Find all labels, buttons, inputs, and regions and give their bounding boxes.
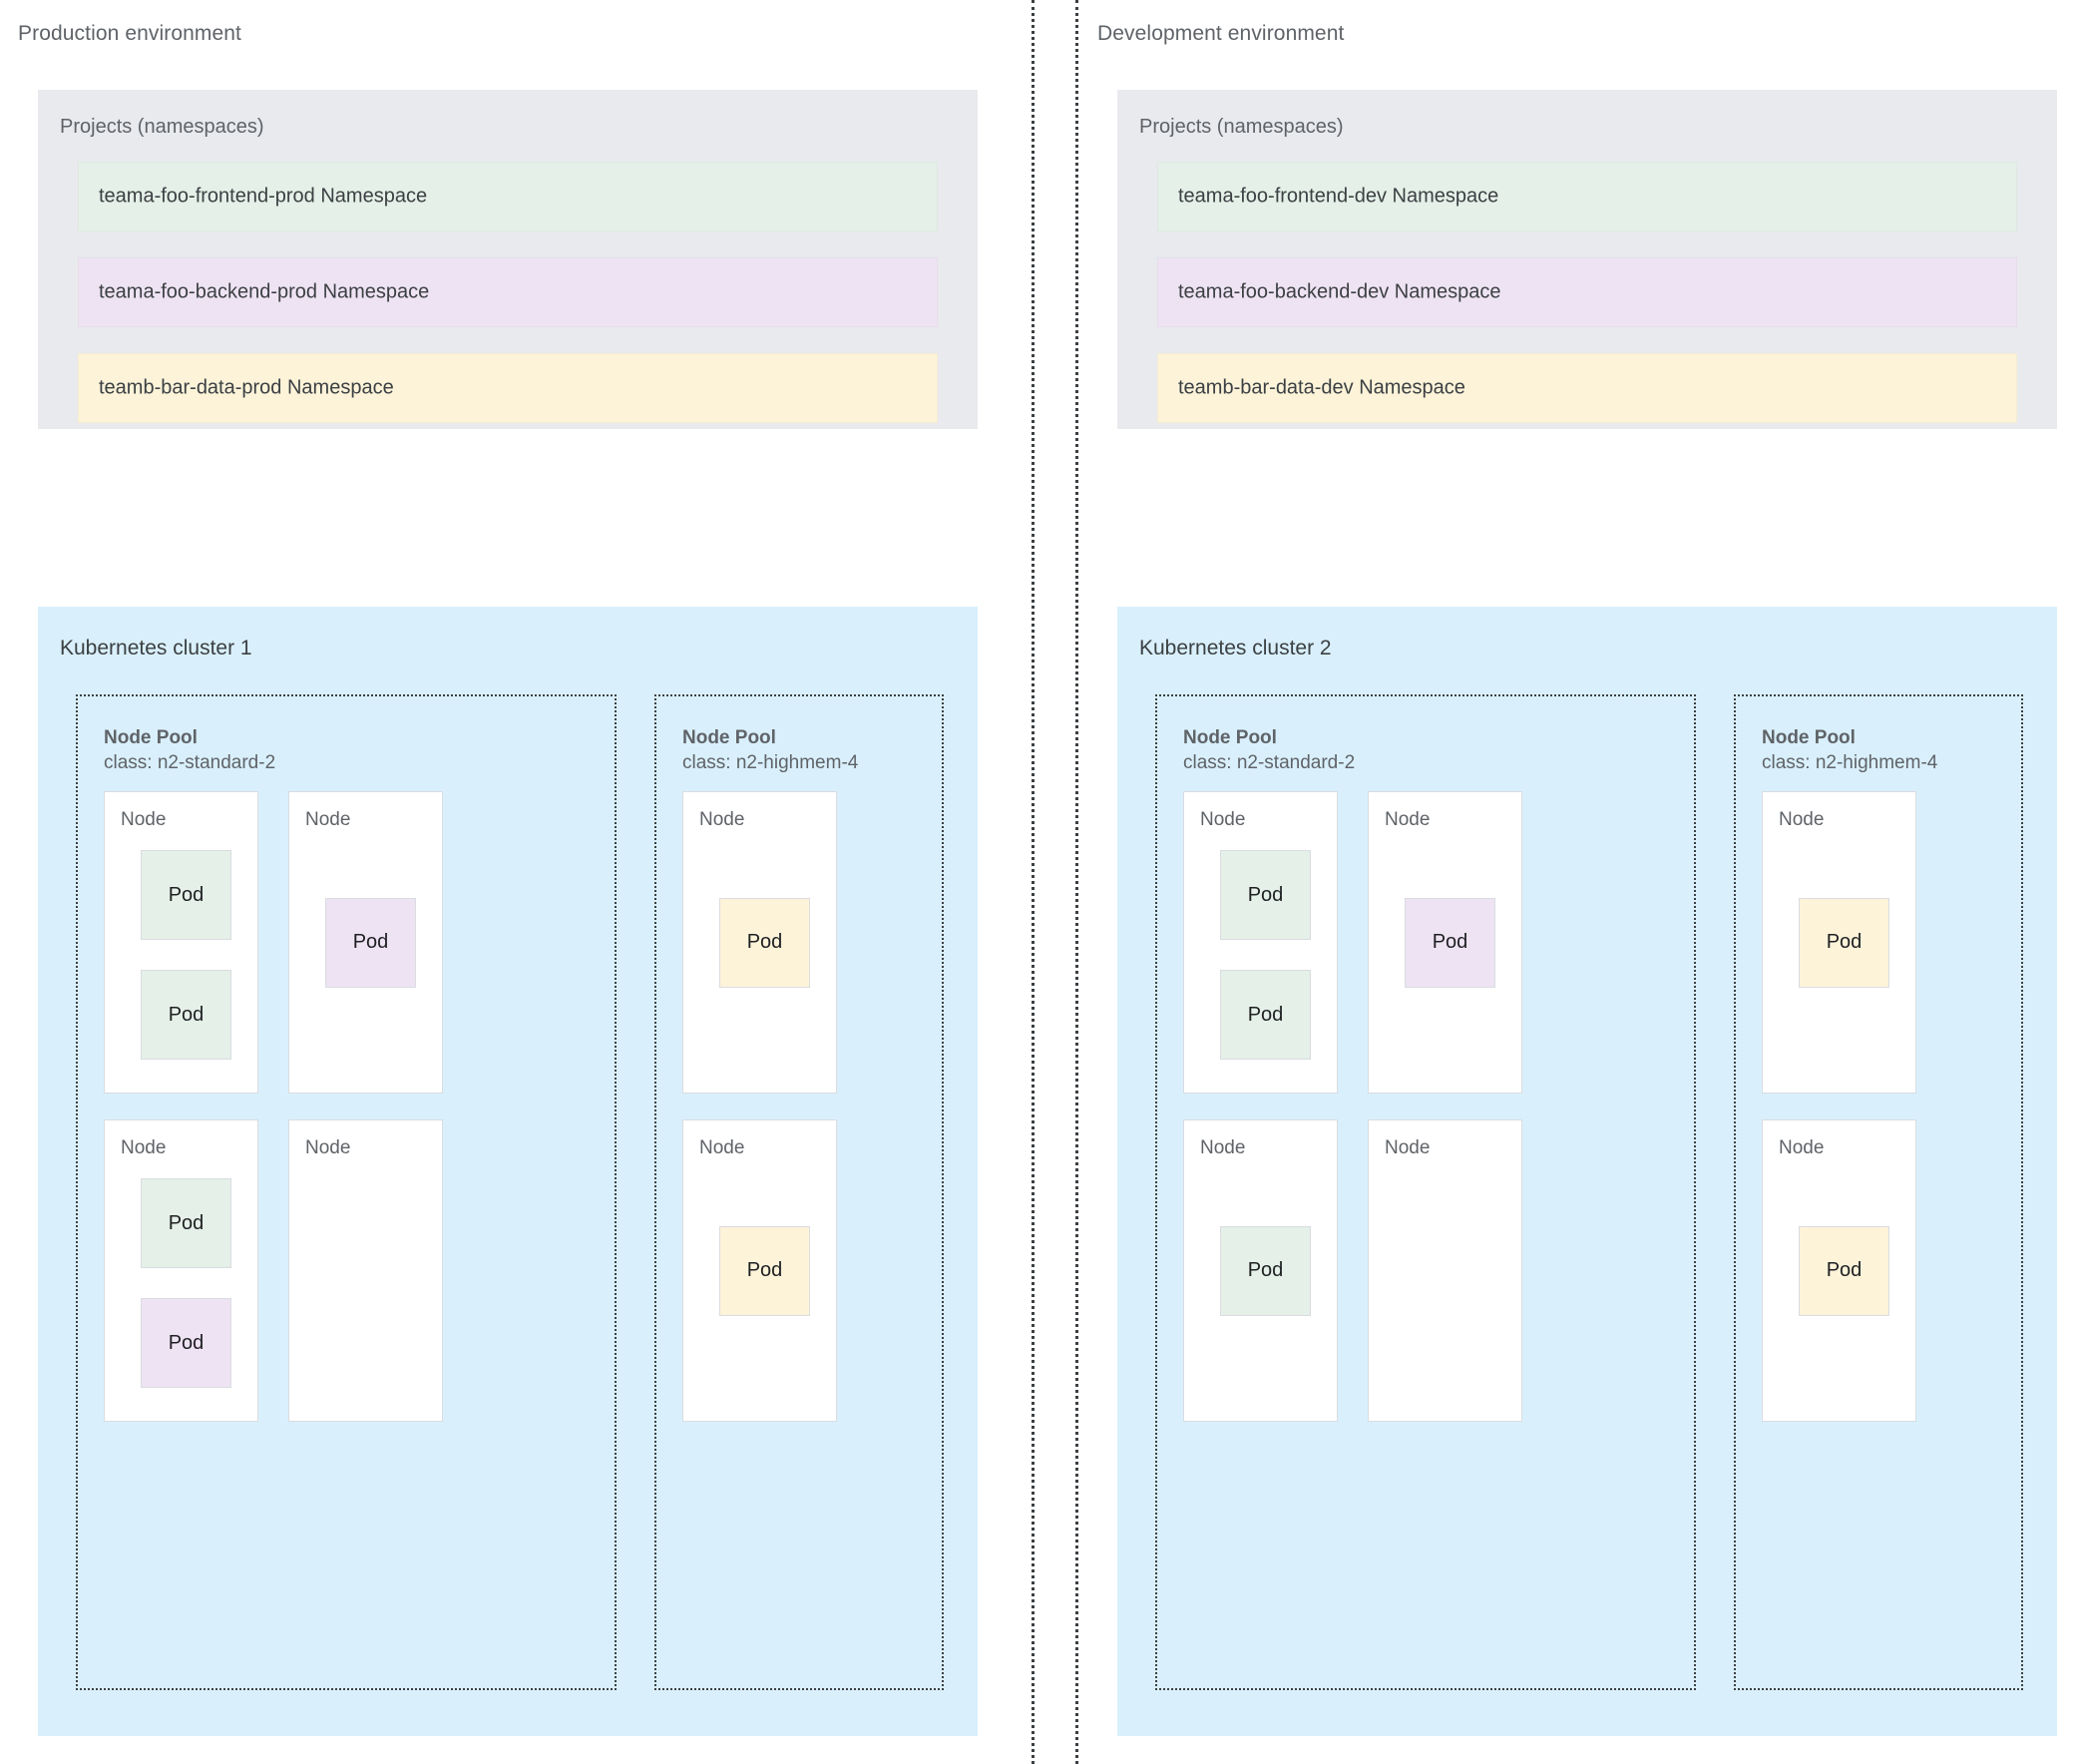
kubernetes-cluster: Kubernetes cluster 2 Node Pool class: n2-s… [1117, 607, 2057, 1736]
pod-box[interactable]: Pod [1799, 1225, 1889, 1316]
pod-box[interactable]: Pod [325, 897, 416, 988]
node-pool-title: Node Pool [104, 727, 198, 748]
namespace-box[interactable]: teama-foo-backend-prod Namespace [78, 257, 938, 327]
pod-box[interactable]: Pod [1405, 897, 1495, 988]
pod-box[interactable]: Pod [1220, 970, 1311, 1061]
node-box[interactable]: Node [288, 1119, 443, 1423]
namespace-box[interactable]: teamb-bar-data-dev Namespace [1157, 353, 2017, 423]
namespace-label: teama-foo-backend-prod Namespace [99, 280, 430, 303]
pod-box[interactable]: Pod [141, 1178, 231, 1269]
node-pool-class: class: n2-standard-2 [1183, 751, 1356, 773]
node-label: Node [1385, 809, 1431, 831]
cluster-title: Kubernetes cluster 2 [1139, 637, 1332, 660]
pod-box[interactable]: Pod [719, 897, 810, 988]
node-label: Node [121, 809, 167, 831]
node-label: Node [305, 809, 351, 831]
pod-box[interactable]: Pod [1220, 850, 1311, 941]
pod-stack: Pod [325, 792, 432, 1093]
projects-panel-title: Projects (namespaces) [60, 116, 264, 138]
node-pool-class: class: n2-standard-2 [104, 751, 276, 773]
environment-title: Development environment [1097, 22, 1345, 45]
namespace-box[interactable]: teama-foo-frontend-prod Namespace [78, 162, 938, 231]
node-label: Node [699, 809, 745, 831]
namespace-box[interactable]: teama-foo-backend-dev Namespace [1157, 257, 2017, 327]
pod-stack: Pod [1220, 1120, 1327, 1421]
pod-box[interactable]: Pod [1799, 897, 1889, 988]
pod-stack: Pod [719, 1120, 826, 1421]
pod-stack: Pod [719, 792, 826, 1093]
node-pool-title: Node Pool [1183, 727, 1277, 748]
node-label: Node [1779, 1137, 1825, 1159]
pod-box[interactable]: Pod [141, 1298, 231, 1389]
namespace-label: teamb-bar-data-dev Namespace [1178, 376, 1465, 399]
node-label: Node [1779, 809, 1825, 831]
namespace-list: teama-foo-frontend-prod Namespace teama-f… [78, 162, 938, 423]
namespace-label: teamb-bar-data-prod Namespace [99, 376, 394, 399]
pod-box[interactable]: Pod [141, 970, 231, 1061]
node-label: Node [305, 1137, 351, 1159]
node-label: Node [1385, 1137, 1431, 1159]
pod-box[interactable]: Pod [141, 850, 231, 941]
pod-stack [1405, 1178, 1511, 1411]
pod-box[interactable]: Pod [719, 1225, 810, 1316]
environment-title: Production environment [18, 22, 241, 45]
node-pool-header: Node Pool class: n2-highmem-4 [1762, 726, 2021, 775]
pod-stack: Pod [1799, 792, 1905, 1093]
namespace-label: teama-foo-backend-dev Namespace [1178, 280, 1501, 303]
node-label: Node [1200, 809, 1246, 831]
node-pool-class: class: n2-highmem-4 [682, 751, 859, 773]
environment-divider-left [1032, 0, 1035, 1764]
node-pool-header: Node Pool class: n2-standard-2 [1183, 726, 1694, 775]
node-pool-title: Node Pool [682, 727, 776, 748]
pod-stack: Pod [1799, 1120, 1905, 1421]
node-pool-header: Node Pool class: n2-standard-2 [104, 726, 615, 775]
pod-stack [325, 1178, 432, 1411]
namespace-label: teama-foo-frontend-prod Namespace [99, 185, 428, 208]
node-pool-header: Node Pool class: n2-highmem-4 [682, 726, 942, 775]
environment-divider-right [1075, 0, 1078, 1764]
node-box[interactable]: Node [1368, 1119, 1522, 1423]
cluster-title: Kubernetes cluster 1 [60, 637, 252, 660]
node-label: Node [699, 1137, 745, 1159]
namespace-label: teama-foo-frontend-dev Namespace [1178, 185, 1499, 208]
namespace-box[interactable]: teamb-bar-data-prod Namespace [78, 353, 938, 423]
node-pool-class: class: n2-highmem-4 [1762, 751, 1938, 773]
pod-box[interactable]: Pod [1220, 1225, 1311, 1316]
namespace-box[interactable]: teama-foo-frontend-dev Namespace [1157, 162, 2017, 231]
node-label: Node [1200, 1137, 1246, 1159]
projects-panel: Projects (namespaces) teama-foo-frontend-… [1117, 90, 2057, 429]
pod-stack: Pod [1405, 792, 1511, 1093]
namespace-list: teama-foo-frontend-dev Namespace teama-fo… [1157, 162, 2017, 423]
kubernetes-cluster: Kubernetes cluster 1 Node Pool class: n2-s… [38, 607, 978, 1736]
node-pool-title: Node Pool [1762, 727, 1856, 748]
projects-panel-title: Projects (namespaces) [1139, 116, 1344, 138]
node-label: Node [121, 1137, 167, 1159]
projects-panel: Projects (namespaces) teama-foo-frontend-… [38, 90, 978, 429]
